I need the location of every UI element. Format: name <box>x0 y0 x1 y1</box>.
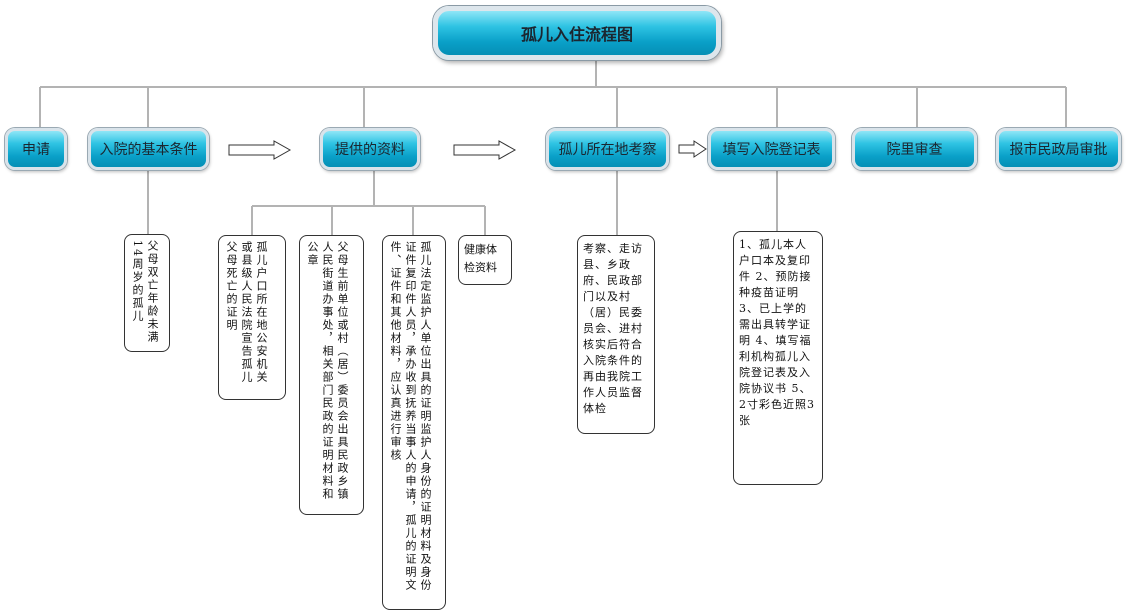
arrow-right-icon <box>453 140 517 160</box>
conditions-note-box: 父母双亡年龄未满14周岁的孤儿 <box>124 234 170 352</box>
material-4-text: 健康体检资料 <box>464 243 497 274</box>
material-2-text: 父母生前单位或村（居）委员会出具民政乡镇人民街道办事处，相关部门民政的证明材料和… <box>306 241 349 501</box>
step-apply-label: 申请 <box>22 142 50 158</box>
step-review: 院里审查 <box>852 128 977 170</box>
step-approval-label: 报市民政局审批 <box>1009 142 1108 158</box>
material-1-box: 孤儿户口所在地公安机关或县级人民法院宣告孤儿父母死亡的证明 <box>218 235 286 400</box>
inspection-note-box: 考察、走访县、乡政府、民政部门以及村（居）民委员会、进村核实后符合入院条件的再由… <box>577 235 655 434</box>
title-text: 孤儿入住流程图 <box>520 25 633 44</box>
inspection-note-text: 考察、走访县、乡政府、民政部门以及村（居）民委员会、进村核实后符合入院条件的再由… <box>583 242 643 415</box>
register-note-text: 1、孤儿本人户口本及复印件 2、预防接种疫苗证明 3、已上学的需出具转学证明 4… <box>739 238 815 427</box>
step-materials: 提供的资料 <box>320 128 420 170</box>
arrow-right-icon <box>678 140 707 158</box>
material-1-text: 孤儿户口所在地公安机关或县级人民法院宣告孤儿父母死亡的证明 <box>225 241 268 384</box>
step-inspection-label: 孤儿所在地考察 <box>558 142 657 158</box>
step-materials-label: 提供的资料 <box>335 142 405 158</box>
step-inspection: 孤儿所在地考察 <box>546 128 669 170</box>
step-register-label: 填写入院登记表 <box>722 142 821 158</box>
page-title: 孤儿入住流程图 <box>433 6 721 60</box>
material-3-box: 孤儿法定监护人单位出具的证明监护人身份的证明材料及身份证件复印件人员，承办收到抚… <box>382 235 446 610</box>
conditions-note-text: 父母双亡年龄未满14周岁的孤儿 <box>131 240 159 344</box>
material-4-box: 健康体检资料 <box>458 235 512 285</box>
material-3-text: 孤儿法定监护人单位出具的证明监护人身份的证明材料及身份证件复印件人员，承办收到抚… <box>389 241 432 592</box>
arrow-right-icon <box>228 140 292 160</box>
step-review-label: 院里审查 <box>886 142 943 158</box>
step-register: 填写入院登记表 <box>708 128 835 170</box>
step-conditions-label: 入院的基本条件 <box>99 142 198 158</box>
step-conditions: 入院的基本条件 <box>88 128 209 170</box>
step-apply: 申请 <box>5 128 67 170</box>
register-note-box: 1、孤儿本人户口本及复印件 2、预防接种疫苗证明 3、已上学的需出具转学证明 4… <box>733 231 823 485</box>
material-2-box: 父母生前单位或村（居）委员会出具民政乡镇人民街道办事处，相关部门民政的证明材料和… <box>299 235 364 515</box>
step-approval: 报市民政局审批 <box>996 128 1121 170</box>
